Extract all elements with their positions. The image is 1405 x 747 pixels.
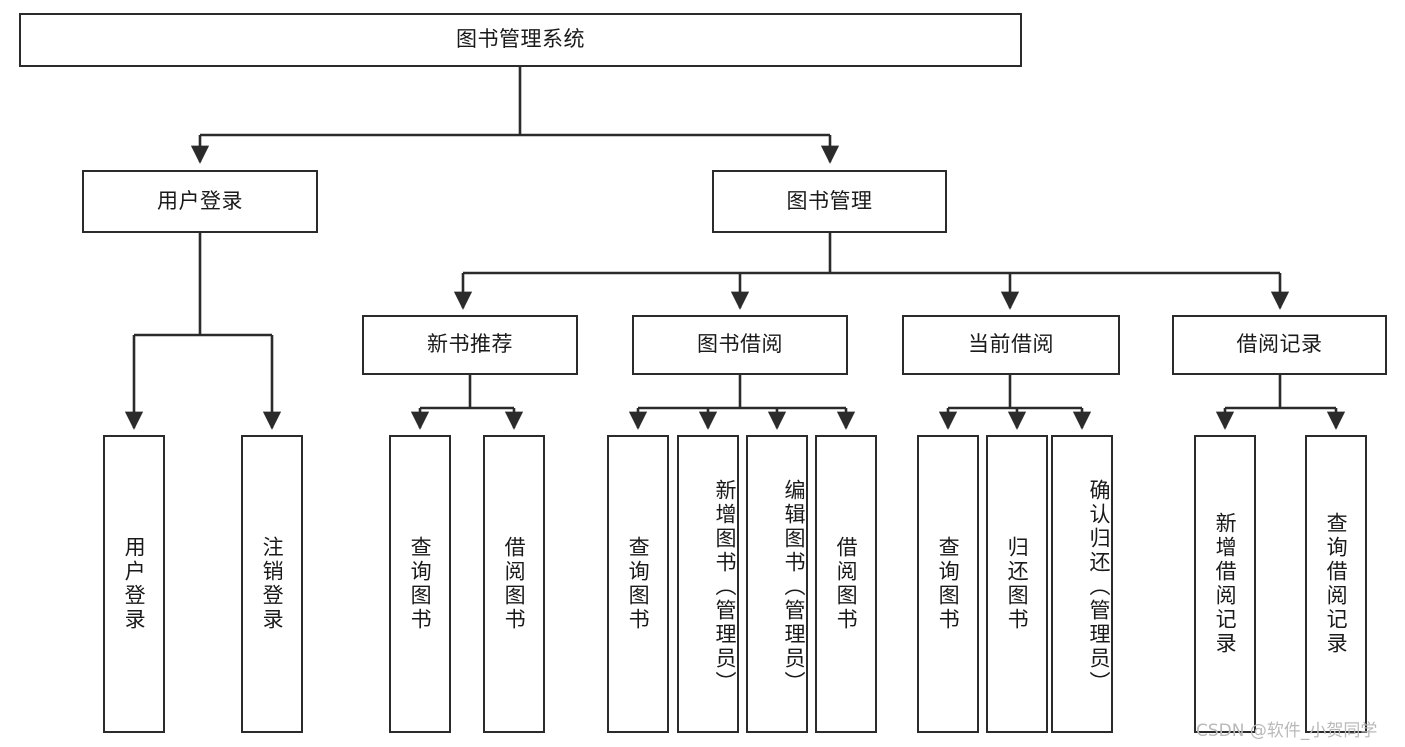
node-label: 借阅图书 bbox=[502, 536, 527, 632]
node-label: 用户登录 bbox=[122, 536, 147, 632]
node-book-management[interactable]: 图书管理 bbox=[712, 170, 947, 233]
leaf-user-login-login[interactable]: 用户登录 bbox=[103, 435, 165, 733]
leaf-new-book-borrow-book[interactable]: 借阅图书 bbox=[483, 435, 545, 733]
node-label: 查询借阅记录 bbox=[1324, 512, 1349, 656]
node-label: 查询图书 bbox=[936, 536, 961, 632]
node-label: 编辑图书（管理员） bbox=[782, 479, 806, 695]
leaf-borrow-record-query-record[interactable]: 查询借阅记录 bbox=[1305, 435, 1367, 733]
leaf-user-login-logout[interactable]: 注销登录 bbox=[241, 435, 303, 733]
node-label: 借阅记录 bbox=[1236, 332, 1323, 357]
leaf-current-borrow-return-book[interactable]: 归还图书 bbox=[986, 435, 1048, 733]
node-label: 借阅图书 bbox=[834, 536, 859, 632]
csdn-watermark: CSDN @软件_小贺同学 bbox=[1196, 721, 1378, 741]
node-user-login[interactable]: 用户登录 bbox=[82, 170, 318, 233]
node-label: 确认归还（管理员） bbox=[1087, 479, 1111, 695]
node-label: 新增借阅记录 bbox=[1213, 512, 1238, 656]
leaf-book-borrow-add-book-admin[interactable]: 新增图书（管理员） bbox=[677, 435, 739, 733]
leaf-book-borrow-query-book[interactable]: 查询图书 bbox=[607, 435, 669, 733]
node-label: 图书借阅 bbox=[697, 332, 783, 357]
leaf-current-borrow-query-book[interactable]: 查询图书 bbox=[917, 435, 979, 733]
node-label: 用户登录 bbox=[157, 188, 243, 213]
node-book-borrow[interactable]: 图书借阅 bbox=[632, 315, 848, 375]
leaf-new-book-query-book[interactable]: 查询图书 bbox=[389, 435, 451, 733]
node-label: 注销登录 bbox=[260, 536, 285, 632]
node-label: 归还图书 bbox=[1005, 536, 1030, 632]
leaf-borrow-record-add-record[interactable]: 新增借阅记录 bbox=[1194, 435, 1256, 733]
node-root-book-management-system[interactable]: 图书管理系统 bbox=[19, 13, 1022, 67]
node-label: 图书管理系统 bbox=[456, 27, 585, 52]
leaf-book-borrow-edit-book-admin[interactable]: 编辑图书（管理员） bbox=[746, 435, 808, 733]
leaf-current-borrow-confirm-return-admin[interactable]: 确认归还（管理员） bbox=[1051, 435, 1113, 733]
leaf-book-borrow-borrow-book[interactable]: 借阅图书 bbox=[815, 435, 877, 733]
node-borrow-record[interactable]: 借阅记录 bbox=[1172, 315, 1387, 375]
node-label: 查询图书 bbox=[408, 536, 433, 632]
node-label: 图书管理 bbox=[786, 188, 873, 213]
node-current-borrow[interactable]: 当前借阅 bbox=[902, 315, 1120, 375]
node-label: 当前借阅 bbox=[968, 332, 1054, 357]
node-label: 新增图书（管理员） bbox=[713, 479, 737, 695]
node-new-book-recommend[interactable]: 新书推荐 bbox=[362, 315, 578, 375]
node-label: 新书推荐 bbox=[427, 332, 513, 357]
node-label: 查询图书 bbox=[626, 536, 651, 632]
